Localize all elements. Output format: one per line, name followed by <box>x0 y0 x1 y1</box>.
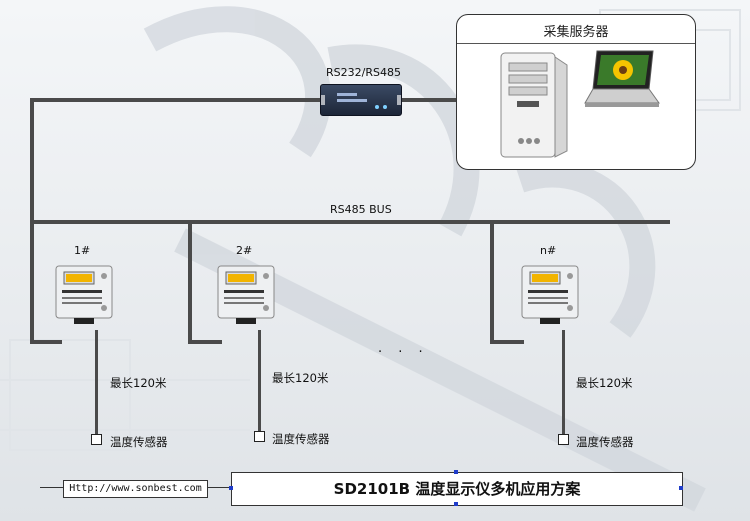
website-url[interactable]: Http://www.sonbest.com <box>63 480 208 498</box>
probe1-cable <box>95 330 98 434</box>
node-n-length-label: 最长120米 <box>576 376 633 390</box>
node2-drop-wire <box>188 220 192 342</box>
top-bus-wire <box>30 98 322 102</box>
collection-server-title: 采集服务器 <box>543 25 609 40</box>
converter-to-server-wire <box>398 98 458 102</box>
diagram-title: SD2101B 温度显示仪多机应用方案 <box>231 472 683 506</box>
node-2-label: 2# <box>236 244 253 257</box>
proben-cable <box>562 330 565 434</box>
server-box-divider <box>457 43 695 44</box>
rs485-bus-label: RS485 BUS <box>330 203 392 216</box>
more-nodes-ellipsis: · · · <box>378 345 429 360</box>
selection-handle-bottom[interactable] <box>454 502 458 506</box>
selection-handle-left[interactable] <box>229 486 233 490</box>
temperature-display-n <box>521 265 579 324</box>
selection-handle-top[interactable] <box>454 470 458 474</box>
node-2-length-label: 最长120米 <box>272 371 329 385</box>
rs485-bus-wire <box>30 220 670 224</box>
noden-to-sensorn-wire <box>490 340 524 344</box>
converter-detail-icon <box>319 93 403 109</box>
node1-to-sensor1-wire <box>30 340 62 344</box>
node-1-length-label: 最长120米 <box>110 376 167 390</box>
probe-n-label: 温度传感器 <box>576 435 634 449</box>
temperature-probe-n-icon <box>558 434 569 445</box>
temperature-display-1 <box>55 265 113 324</box>
temperature-display-2 <box>217 265 275 324</box>
probe-2-label: 温度传感器 <box>272 432 330 446</box>
probe-1-label: 温度传感器 <box>110 435 168 449</box>
node-n-label: n# <box>540 244 557 257</box>
server-tower-icon <box>500 52 568 158</box>
footer-url-to-title-wire <box>206 487 232 488</box>
node2-to-sensor2-wire <box>188 340 222 344</box>
laptop-icon <box>584 50 660 107</box>
temperature-probe-1-icon <box>91 434 102 445</box>
probe2-cable <box>258 330 261 434</box>
node-1-label: 1# <box>74 244 91 257</box>
selection-handle-right[interactable] <box>679 486 683 490</box>
converter-label: RS232/RS485 <box>326 66 401 79</box>
collection-server-box: 采集服务器 <box>456 14 696 170</box>
rs232-rs485-converter <box>319 84 403 116</box>
footer-url-wire <box>40 487 64 488</box>
temperature-probe-2-icon <box>254 431 265 442</box>
noden-drop-wire <box>490 220 494 344</box>
